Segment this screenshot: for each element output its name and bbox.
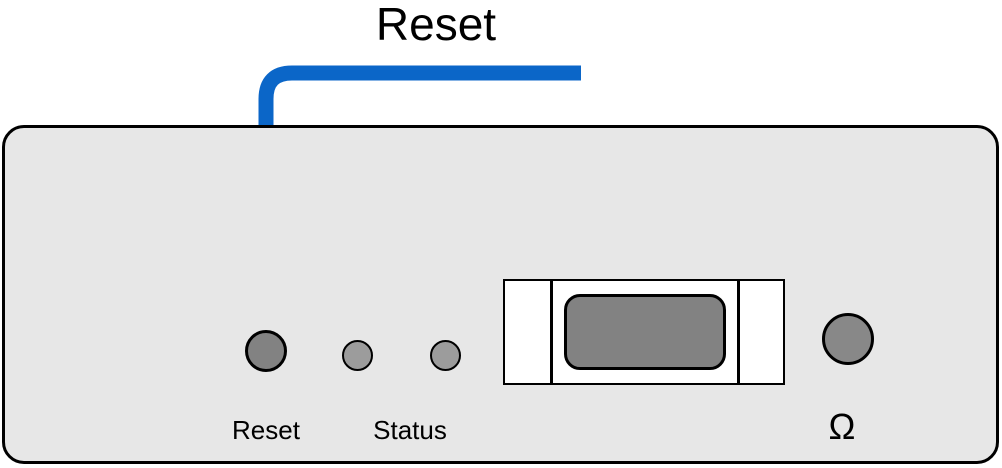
connector-divider-left — [550, 281, 553, 383]
status-led-label: Status — [373, 415, 447, 445]
reset-button-label: Reset — [232, 415, 300, 445]
status-led-1 — [342, 340, 373, 371]
callout-title: Reset — [375, 0, 497, 50]
connector-socket — [564, 294, 726, 370]
reset-button — [245, 330, 287, 372]
impedance-button — [822, 313, 874, 365]
device-front-panel: Reset Status Ω — [2, 125, 999, 464]
connector-divider-right — [737, 281, 740, 383]
status-led-2 — [430, 340, 461, 371]
terminal-connector — [503, 279, 785, 385]
impedance-label: Ω — [828, 406, 856, 447]
